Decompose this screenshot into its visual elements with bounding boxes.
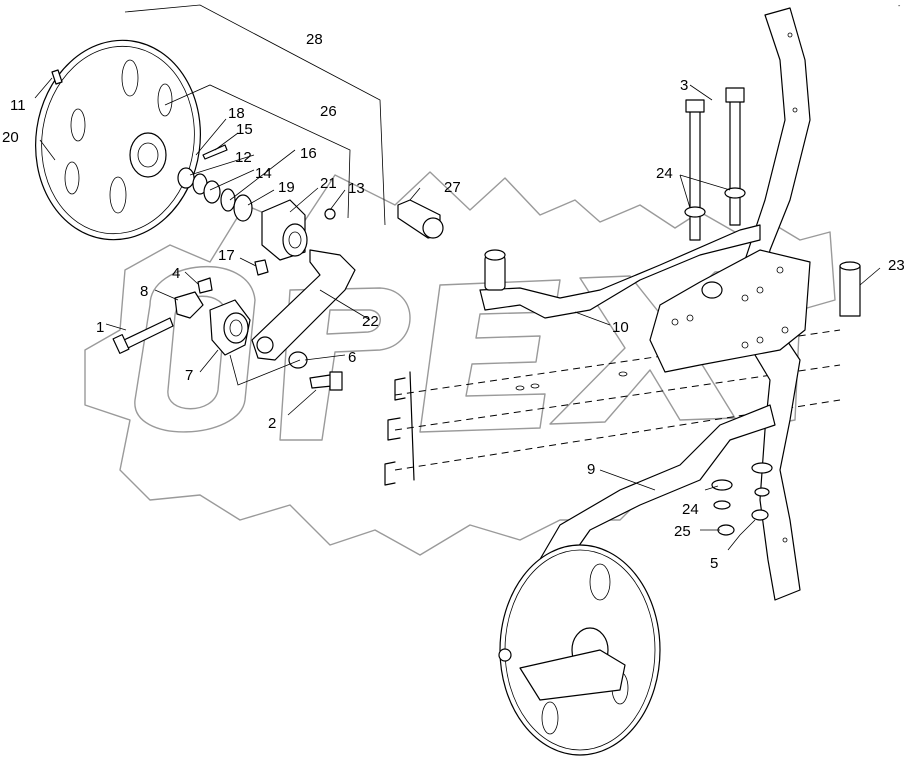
callout-21: 21 bbox=[320, 175, 337, 192]
callout-25: 25 bbox=[674, 523, 691, 540]
callout-22: 22 bbox=[362, 313, 379, 330]
clamp-8 bbox=[174, 291, 204, 319]
callout-labels: 1 2 3 4 5 6 7 8 9 10 11 12 13 14 15 16 1… bbox=[2, 31, 905, 572]
bolt-2 bbox=[309, 371, 343, 391]
callout-4: 4 bbox=[172, 265, 180, 282]
callout-3: 3 bbox=[680, 77, 688, 94]
pin-27 bbox=[397, 199, 444, 239]
callout-23: 23 bbox=[888, 257, 905, 274]
group-bracket-28 bbox=[124, 4, 386, 226]
spacer-23 bbox=[839, 261, 861, 317]
nut-4 bbox=[197, 277, 213, 294]
callout-16: 16 bbox=[300, 145, 317, 162]
lower-fasteners bbox=[711, 462, 773, 536]
callout-2: 2 bbox=[268, 415, 276, 432]
callout-27: 27 bbox=[444, 179, 461, 196]
callout-6: 6 bbox=[348, 349, 356, 366]
callout-13: 13 bbox=[348, 180, 365, 197]
leader-lines bbox=[34, 77, 881, 551]
callout-1: 1 bbox=[96, 319, 104, 336]
group-bracket-26 bbox=[164, 84, 351, 219]
callout-8: 8 bbox=[140, 283, 148, 300]
callout-20: 20 bbox=[2, 129, 19, 146]
upper-wheel bbox=[35, 39, 201, 241]
vertical-frame bbox=[739, 7, 811, 601]
callout-7: 7 bbox=[185, 367, 193, 384]
callout-9: 9 bbox=[587, 461, 595, 478]
callout-15: 15 bbox=[236, 121, 253, 138]
bolt-11 bbox=[51, 69, 63, 85]
hub-bearings bbox=[177, 167, 336, 261]
bracket-7 bbox=[209, 299, 251, 356]
lower-wheel bbox=[498, 544, 661, 756]
callout-28: 28 bbox=[306, 31, 323, 48]
bolts-3 bbox=[684, 87, 746, 241]
callout-19: 19 bbox=[278, 179, 295, 196]
callout-18: 18 bbox=[228, 105, 245, 122]
callout-26: 26 bbox=[320, 103, 337, 120]
watermark-gear bbox=[84, 171, 836, 556]
callout-10: 10 bbox=[612, 319, 629, 336]
callout-24-upper: 24 bbox=[656, 165, 673, 182]
callout-17: 17 bbox=[218, 247, 235, 264]
bolt-1 bbox=[112, 317, 174, 354]
upper-arm bbox=[479, 224, 761, 319]
callout-11: 11 bbox=[10, 97, 26, 114]
pin-15 bbox=[202, 144, 228, 160]
callout-14: 14 bbox=[255, 165, 272, 182]
grease-fitting-17 bbox=[254, 259, 269, 276]
mounting-plate bbox=[649, 249, 811, 373]
crank-arm bbox=[251, 249, 356, 369]
corner-mark: - bbox=[898, 3, 901, 10]
callout-5: 5 bbox=[710, 555, 718, 572]
callout-24-lower: 24 bbox=[682, 501, 699, 518]
callout-12: 12 bbox=[235, 149, 252, 166]
